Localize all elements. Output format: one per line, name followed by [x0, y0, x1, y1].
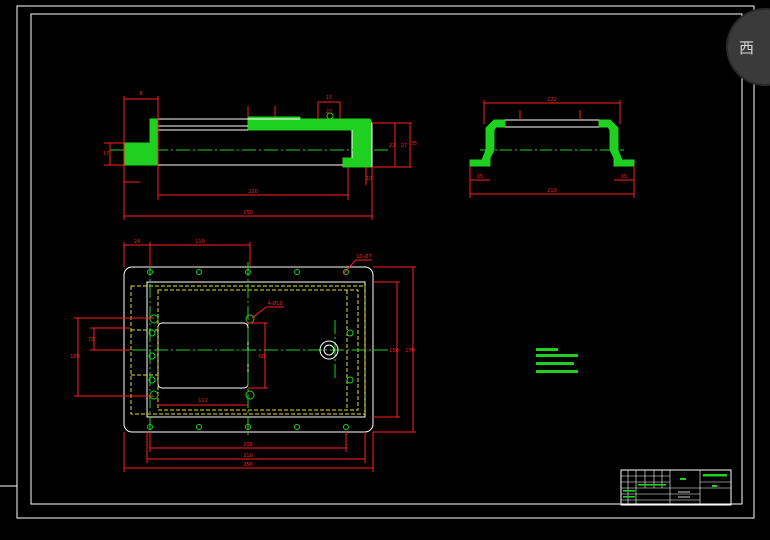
dim-plan-pocket-w: 112 — [198, 398, 208, 404]
side-view: 222 210 15 15 — [469, 97, 635, 198]
note-plan-holes: 10-Ø7 — [356, 253, 371, 260]
dim-plan-bottom-b: 210 — [243, 453, 253, 459]
dim-plan-bottom-a: 200 — [243, 442, 253, 448]
dim-side-left: 15 — [477, 174, 483, 180]
front-top-rib — [247, 116, 301, 131]
dim-front-top-b: 22 — [326, 109, 332, 115]
inner-frame — [30, 13, 743, 505]
side-left-leg — [469, 119, 506, 167]
dim-side-bottom: 210 — [547, 188, 557, 194]
outer-frame — [16, 5, 755, 519]
dim-plan-left-outer: 160 — [70, 354, 80, 360]
dim-front-overall-height: 35 — [411, 141, 417, 147]
dim-front-inner-len: 220 — [248, 189, 258, 195]
dim-plan-top-mid: 110 — [195, 239, 205, 245]
dim-plan-bottom-overall: 250 — [243, 462, 253, 468]
dim-front-overall-len: 250 — [243, 210, 253, 216]
side-right-leg — [598, 119, 635, 167]
technical-notes — [536, 348, 578, 373]
front-left-flange — [123, 118, 159, 166]
dim-plan-top-left: 24 — [134, 239, 140, 245]
dim-front-top-a: 15 — [326, 95, 332, 101]
dim-plan-left-inner: 72 — [88, 337, 94, 343]
plan-view: 24 110 10-Ø7 4-Ø10 72 160 112 68 150 170… — [70, 239, 416, 472]
title-block — [620, 469, 732, 506]
corner-label: 西 — [739, 38, 755, 57]
dim-front-right-bottom: 10 — [366, 176, 372, 182]
dim-front-right-b: 27 — [401, 143, 407, 149]
front-view: 8 15 22 220 250 17 22 27 35 10 — [103, 91, 417, 220]
dim-front-right-a: 22 — [389, 143, 395, 149]
front-right-block — [299, 118, 373, 168]
dim-plan-right-inner: 150 — [389, 348, 399, 354]
note-plan-pocket: 4-Ø10 — [267, 300, 282, 307]
dim-side-right: 15 — [621, 174, 627, 180]
dim-plan-right-outer: 170 — [405, 348, 415, 354]
dim-front-left-w: 8 — [139, 91, 142, 97]
dim-plan-pocket-h: 68 — [259, 354, 265, 360]
plan-pocket — [157, 322, 249, 389]
dim-side-top: 222 — [547, 97, 557, 103]
dim-front-left-h: 17 — [103, 151, 109, 157]
